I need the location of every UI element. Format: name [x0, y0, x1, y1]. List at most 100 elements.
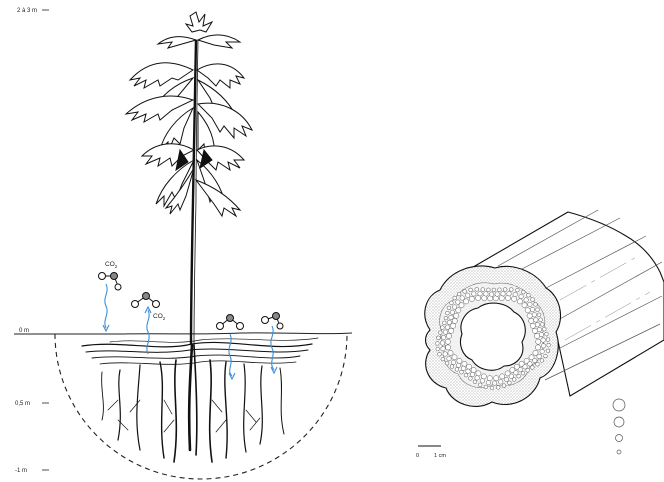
fiber-cell: [442, 321, 446, 325]
fiber-cell: [443, 330, 448, 335]
fiber-cell: [496, 386, 500, 390]
fiber-cell: [462, 361, 467, 366]
co2-arrow-1: [105, 284, 107, 328]
fiber-cell: [490, 386, 494, 390]
fiber-cell: [522, 303, 527, 308]
fiber-cell: [475, 288, 479, 292]
fiber-cell: [537, 354, 542, 359]
fiber-cell: [447, 306, 451, 310]
fiber-cell: [441, 346, 446, 351]
fiber-cell: [516, 288, 520, 292]
fiber-cell: [500, 374, 505, 379]
fiber-cell: [447, 356, 452, 361]
fiber-cell: [465, 293, 470, 298]
fiber-cell: [446, 333, 451, 338]
co2-label-1: CO2: [105, 261, 118, 269]
fiber-cell: [445, 325, 450, 330]
fiber-cell: [535, 345, 540, 350]
scale-bar: 0 1 cm: [416, 446, 446, 459]
plant-foliage: [126, 12, 252, 216]
fiber-cell: [437, 336, 441, 340]
fiber-cell: [519, 294, 524, 299]
fiber-cell: [513, 292, 518, 297]
fiber-cell: [540, 323, 544, 327]
fiber-cell: [446, 311, 450, 315]
fiber-cell: [521, 290, 525, 294]
fiber-cell: [541, 338, 546, 343]
o2-molecule-icon: [217, 315, 244, 330]
fiber-cell: [529, 318, 534, 323]
fiber-cell: [517, 299, 522, 304]
fiber-cell: [531, 298, 535, 302]
fiber-cell: [467, 364, 472, 369]
fiber-cell: [469, 296, 474, 301]
fiber-cell: [530, 323, 535, 328]
fiber-cell: [471, 367, 476, 372]
fiber-cell: [534, 333, 539, 338]
depth-label-bottom: -1 m: [15, 468, 27, 474]
fiber-cell: [498, 288, 502, 292]
fiber-cell: [476, 371, 481, 376]
fiber-cell: [443, 352, 448, 357]
fiber-cell: [528, 302, 533, 307]
fiber-cell: [536, 308, 540, 312]
fiber-cell: [536, 339, 541, 344]
fiber-cell: [532, 313, 537, 318]
fiber-cell: [511, 296, 516, 301]
fiber-cell: [464, 373, 468, 377]
fiber-cell: [457, 358, 462, 363]
fiber-cell: [473, 380, 477, 384]
fiber-cell: [445, 339, 450, 344]
fiber-cell: [540, 359, 544, 363]
fiber-cell: [478, 383, 482, 387]
fiber-cell: [502, 384, 506, 388]
fiber-cell: [523, 365, 528, 370]
fiber-cell: [534, 303, 538, 307]
fiber-cell: [526, 368, 530, 372]
fiber-cell: [460, 370, 464, 374]
fiber-cell: [544, 354, 548, 358]
fiber-cell: [521, 371, 525, 375]
ground-line: [14, 333, 352, 334]
fiber-cell: [441, 357, 445, 361]
fiber-cell: [466, 369, 471, 374]
fiber-cell: [542, 327, 546, 331]
fiber-cell: [537, 327, 542, 332]
fiber-cell: [492, 381, 497, 386]
depth-label-ground: 0 m: [19, 328, 29, 334]
fiber-cell: [509, 288, 513, 292]
fiber-cell: [499, 296, 504, 301]
stem-cross-section: [425, 210, 664, 406]
fiber-cell: [484, 385, 488, 389]
fiber-cell: [454, 313, 459, 318]
fiber-cell: [469, 288, 473, 292]
fiber-cell: [498, 380, 503, 385]
fiber-cell: [524, 298, 529, 303]
fiber-cell: [470, 372, 475, 377]
fiber-cell: [539, 318, 543, 322]
fiber-cell: [456, 363, 461, 368]
fiber-cell: [484, 292, 489, 297]
fiber-cell: [436, 342, 440, 346]
fiber-cell: [441, 326, 445, 330]
fiber-cell: [480, 379, 485, 384]
fiber-cell: [539, 332, 544, 337]
fiber-cell: [456, 300, 461, 305]
root-system: [82, 338, 318, 462]
fiber-cell: [461, 366, 466, 371]
fiber-cell: [444, 316, 448, 320]
fiber-cell: [537, 313, 541, 317]
fiber-cell: [536, 362, 540, 366]
fiber-cell: [487, 288, 491, 292]
fiber-cell: [533, 350, 538, 355]
fiber-cell: [450, 301, 454, 305]
fiber-cell: [460, 296, 465, 301]
fiber-cell: [535, 322, 540, 327]
fiber-cell: [532, 328, 537, 333]
fiber-cell: [436, 347, 440, 351]
fiber-cell: [452, 305, 457, 310]
fiber-cell: [452, 318, 457, 323]
plant-stem: [191, 40, 198, 345]
fiber-cell: [547, 343, 551, 347]
